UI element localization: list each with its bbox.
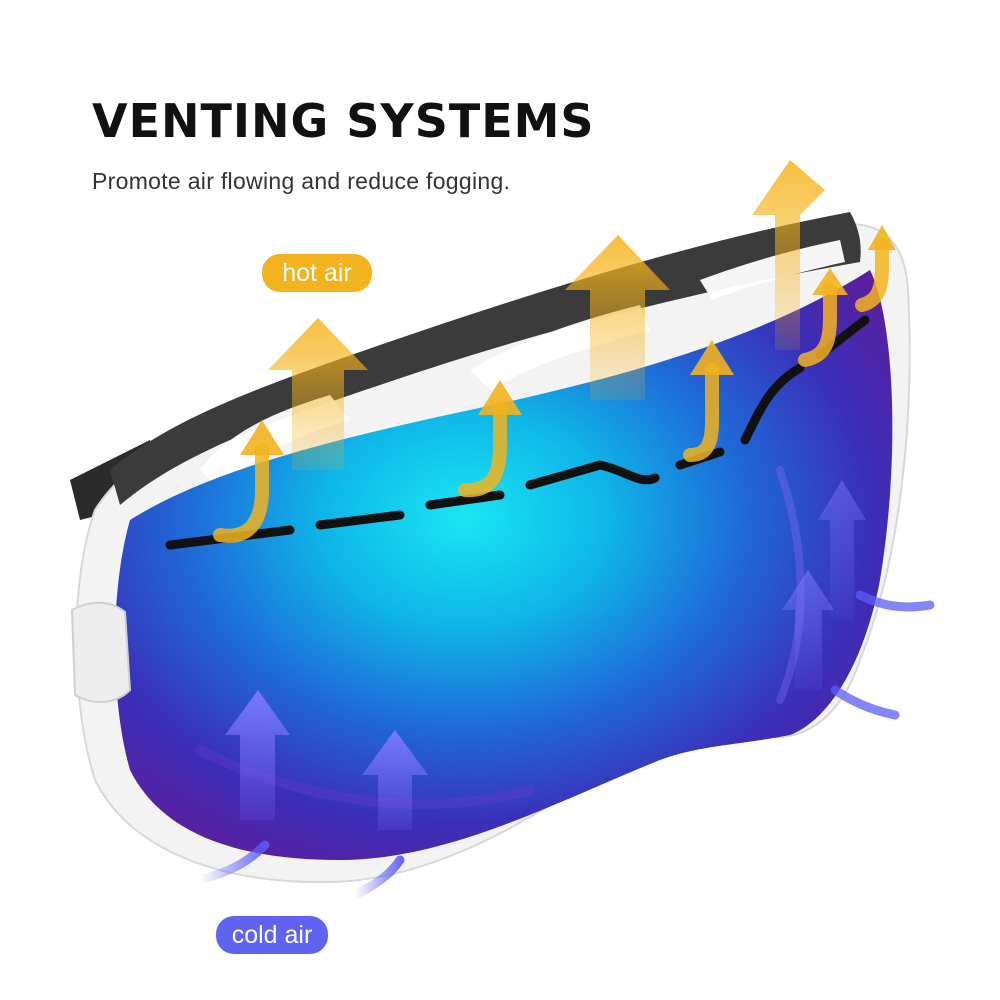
hot-air-arrows-inner <box>213 238 889 543</box>
cold-air-arrows-inner <box>225 480 866 830</box>
lens <box>115 270 893 860</box>
hot-air-label: hot air <box>262 254 372 292</box>
foam-padding <box>110 212 861 505</box>
frame-rib <box>700 240 845 300</box>
hot-air-arrowheads <box>240 225 896 455</box>
hot-air-arrows-outer <box>268 160 825 470</box>
cold-air-streams <box>195 590 935 900</box>
cold-air-label: cold air <box>216 916 328 954</box>
page-subtitle: Promote air flowing and reduce fogging. <box>92 168 511 194</box>
side-hinge <box>70 601 132 703</box>
page-title: VENTING SYSTEMS <box>92 94 595 148</box>
